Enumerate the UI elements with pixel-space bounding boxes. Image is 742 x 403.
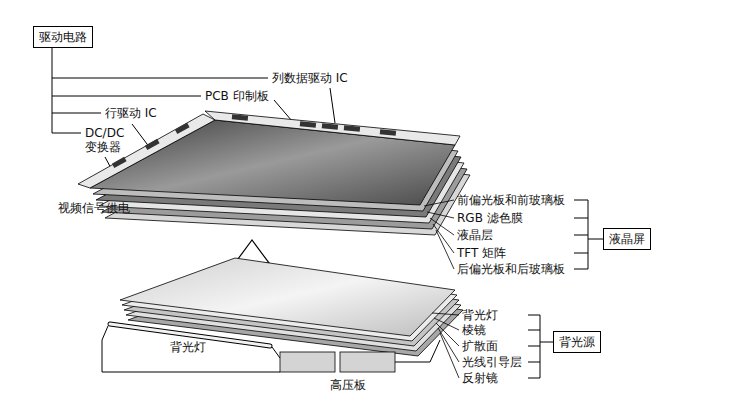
box-text: 液晶屏 xyxy=(609,232,645,246)
part-label: RGB 滤色膜 xyxy=(457,211,523,225)
part-label: 光线引导层 xyxy=(462,355,522,369)
bracket xyxy=(528,315,553,378)
part-label: 高压板 xyxy=(330,378,366,392)
part-label: 背光灯 xyxy=(462,308,498,322)
part-label: 列数据驱动 IC xyxy=(272,71,348,85)
part-label: 前偏光板和前玻璃板 xyxy=(457,193,565,207)
part-label: DC/DC 变换器 xyxy=(85,126,125,155)
wire xyxy=(102,326,440,372)
label-box: 驱动电路 xyxy=(33,26,93,48)
part-label: TFT 矩阵 xyxy=(457,246,506,260)
label-box: 液晶屏 xyxy=(603,228,651,250)
leader-lines xyxy=(424,200,454,269)
part-label: 液晶层 xyxy=(457,228,493,242)
bracket xyxy=(574,200,603,269)
part-label: 扩散面 xyxy=(462,339,498,353)
leader-lines xyxy=(432,313,459,378)
box-text: 驱动电路 xyxy=(39,30,87,44)
part-label: PCB 印制板 xyxy=(205,89,269,103)
pcb-strip xyxy=(78,111,460,188)
part-label: 后偏光板和后玻璃板 xyxy=(457,262,565,276)
box-text: 背光源 xyxy=(559,335,595,349)
part-label: 行驱动 IC xyxy=(105,106,157,120)
part-label: 背光灯 xyxy=(170,340,206,354)
backlight-layers xyxy=(120,258,463,356)
label-box: 背光源 xyxy=(553,331,601,353)
part-label: 视频信号供电 xyxy=(58,201,130,215)
ic-chip xyxy=(112,114,396,168)
part-label: 棱镜 xyxy=(462,323,486,337)
part-label: 反射镜 xyxy=(462,371,498,385)
inverter-board xyxy=(280,352,395,372)
